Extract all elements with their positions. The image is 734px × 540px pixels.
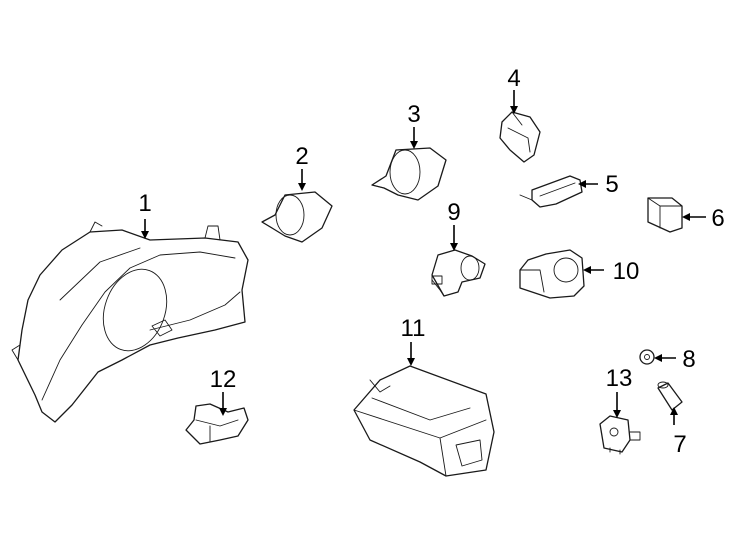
callout-5: 5 — [605, 171, 618, 198]
part-8-nut — [639, 349, 655, 365]
callout-3: 3 — [407, 101, 420, 128]
callout-8: 8 — [682, 346, 695, 373]
part-7-pin — [657, 381, 683, 411]
callout-6: 6 — [711, 205, 724, 232]
callout-10: 10 — [613, 258, 640, 285]
part-11-control-module — [353, 365, 495, 477]
callout-1: 1 — [138, 190, 151, 217]
part-5-led-strip — [519, 175, 583, 208]
callout-7: 7 — [673, 431, 686, 458]
part-12-bracket — [185, 403, 249, 445]
part-2-bulb-cap — [261, 191, 333, 243]
part-4-socket — [499, 111, 541, 163]
part-13-sensor — [599, 415, 641, 455]
callout-11: 11 — [401, 315, 426, 342]
callout-9: 9 — [447, 199, 460, 226]
part-10-lamp-unit — [519, 249, 585, 299]
part-9-bulb-socket — [431, 249, 486, 297]
callout-4: 4 — [507, 65, 520, 92]
callout-2: 2 — [295, 143, 308, 170]
callout-13: 13 — [606, 365, 633, 392]
part-1-headlamp-housing — [11, 221, 249, 423]
callout-12: 12 — [210, 366, 237, 393]
part-3-bulb-cap — [371, 147, 447, 201]
part-6-connector — [647, 197, 683, 233]
